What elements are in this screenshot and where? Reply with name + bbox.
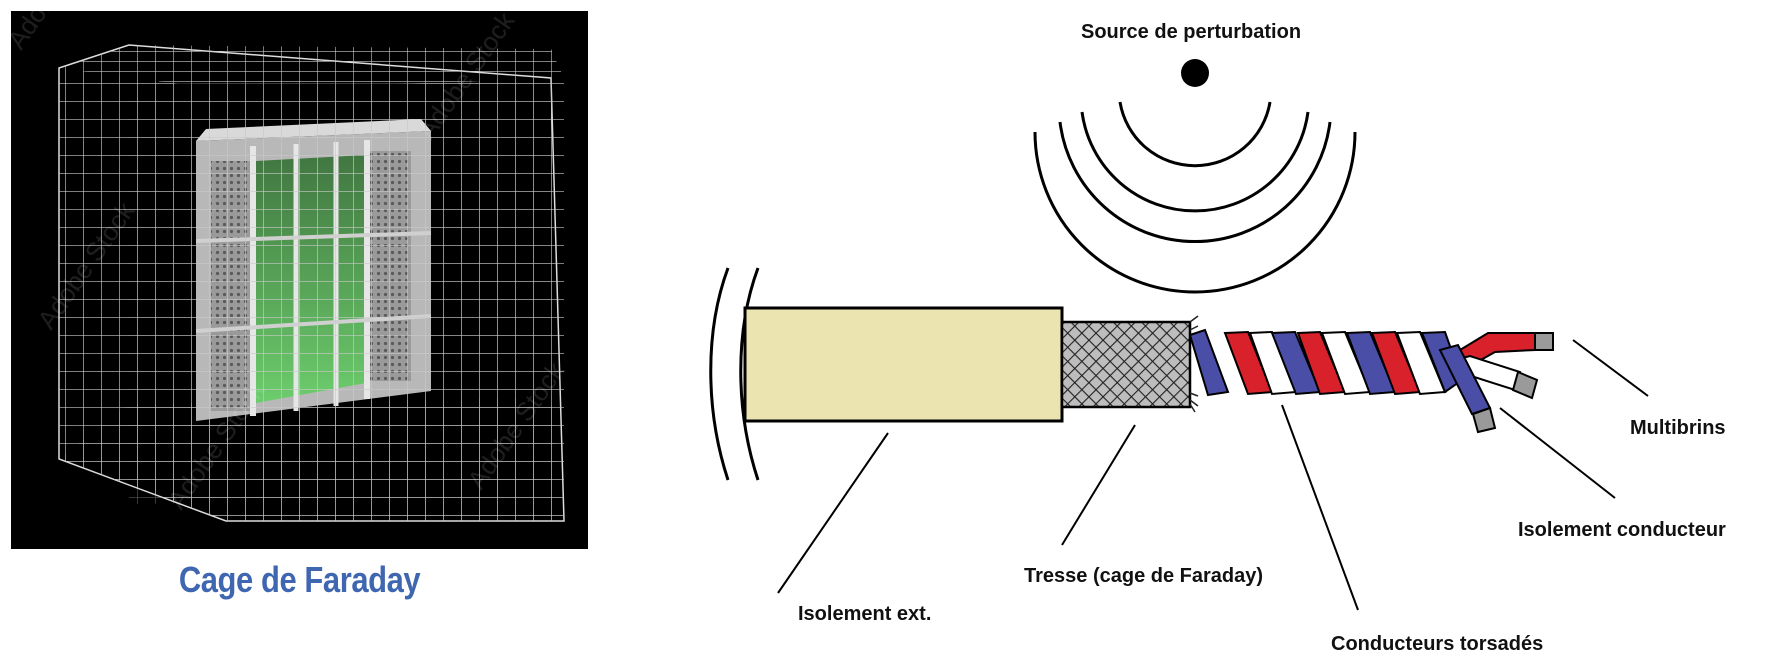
disturbance-source-dot: [1181, 59, 1209, 87]
braid-frayed-ends: [1189, 315, 1199, 413]
disturbance-source-label: Source de perturbation: [1081, 21, 1302, 43]
conductor-insulation-label: Isolement conducteur: [1518, 519, 1726, 541]
strands-label: Multibrins: [1630, 417, 1726, 439]
cut-marks: [709, 267, 760, 481]
leader-lines: [777, 339, 1649, 611]
cage-caption: Cage de Faraday: [178, 559, 421, 600]
conductor-ends: [1438, 332, 1554, 434]
twisted-conductors: [1188, 328, 1464, 397]
outer-insulation-label: Isolement ext.: [798, 603, 932, 625]
twisted-conductors-label: Conducteurs torsadés: [1331, 633, 1544, 655]
faraday-cage-illustration: Adobe Stock Adobe Stock Adobe Stock Adob…: [11, 11, 571, 522]
faraday-cage-image: Adobe Stock Adobe Stock Adobe Stock Adob…: [11, 11, 588, 549]
braid-shield: [1060, 320, 1192, 409]
emission-waves: [1033, 101, 1357, 294]
outer-insulation: [743, 306, 1064, 423]
braid-label: Tresse (cage de Faraday): [1024, 565, 1264, 587]
